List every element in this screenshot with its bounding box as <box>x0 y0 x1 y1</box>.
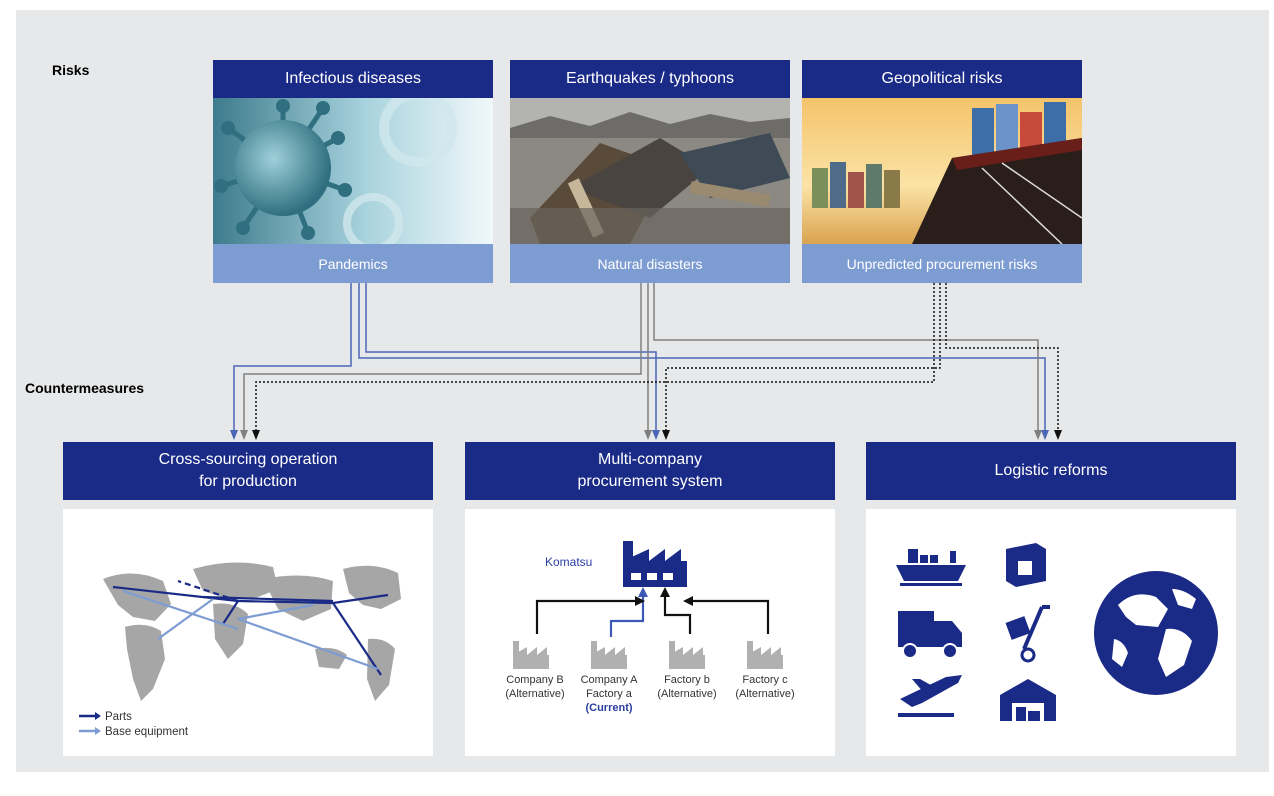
container-ship-photo <box>802 98 1082 244</box>
delivery-truck-icon <box>898 611 962 659</box>
legend-base-equipment-label: Base equipment <box>105 726 189 738</box>
package-box-icon <box>1006 543 1046 587</box>
risk-subtitle: Pandemics <box>213 244 493 283</box>
factory-label-line: (Alternative) <box>735 688 795 700</box>
map-route-arrows <box>112 579 389 676</box>
factory-icon-company-a <box>591 641 627 669</box>
world-map <box>79 562 401 735</box>
procurement-panel: Komatsu Company B (Alternative) Company … <box>465 509 835 756</box>
hand-truck-icon <box>1005 605 1050 663</box>
virus-photo <box>213 98 493 244</box>
countermeasure-cross-sourcing: Cross-sourcing operation for production <box>63 442 433 500</box>
globe-icon <box>1094 571 1218 695</box>
world-map-panel: Parts Base equipment <box>63 509 433 756</box>
factory-label-line: Company A <box>580 674 638 686</box>
airplane-icon <box>898 675 962 717</box>
risk-title: Geopolitical risks <box>802 60 1082 98</box>
countermeasure-title-line2: for production <box>199 473 297 490</box>
countermeasure-multi-company: Multi-company procurement system <box>465 442 835 500</box>
current-label: (Current) <box>585 702 633 714</box>
factory-label-company-b: Company B (Alternative) <box>495 673 575 701</box>
factory-label-factory-b: Factory b (Alternative) <box>647 673 727 701</box>
disaster-debris-photo <box>510 98 790 244</box>
legend-parts-label: Parts <box>105 711 132 723</box>
factory-label-line: Factory b <box>664 674 710 686</box>
factory-label-line: Factory a <box>586 688 632 700</box>
countermeasure-title-line1: Logistic reforms <box>994 462 1108 479</box>
risk-subtitle: Natural disasters <box>510 244 790 283</box>
logistics-icons <box>896 543 1218 721</box>
risk-title: Earthquakes / typhoons <box>510 60 790 98</box>
factory-label-line: (Alternative) <box>657 688 717 700</box>
factory-label-line: (Alternative) <box>505 688 565 700</box>
factory-label-line: Factory c <box>742 674 788 686</box>
risk-subtitle: Unpredicted procurement risks <box>802 244 1082 283</box>
logistics-panel <box>866 509 1236 756</box>
procurement-diagram <box>513 541 783 669</box>
warehouse-icon <box>1000 679 1056 721</box>
factory-label-company-a: Company A Factory a (Current) <box>569 673 649 715</box>
factory-icon-company-b <box>513 641 549 669</box>
factory-icon-factory-b <box>669 641 705 669</box>
risk-flow-arrows <box>230 283 1062 440</box>
risk-title: Infectious diseases <box>213 60 493 98</box>
countermeasure-logistic-reforms: Logistic reforms <box>866 442 1236 500</box>
countermeasure-title-line2: procurement system <box>577 473 723 490</box>
factory-label-line: Company B <box>506 674 564 686</box>
factory-label-factory-c: Factory c (Alternative) <box>725 673 805 701</box>
countermeasure-title-line1: Multi-company <box>597 451 703 468</box>
risks-label: Risks <box>52 62 90 78</box>
countermeasure-title-line1: Cross-sourcing operation <box>158 451 338 468</box>
diagram-canvas: Risks Countermeasures Infectious disease… <box>16 10 1269 772</box>
cargo-ship-icon <box>896 549 966 586</box>
risk-card-geopolitical: Geopolitical risks <box>802 60 1082 283</box>
risk-card-earthquakes-typhoons: Earthquakes / typhoons Natural disasters <box>510 60 790 283</box>
risk-card-infectious-diseases: Infectious diseases <box>213 60 493 283</box>
countermeasures-label: Countermeasures <box>25 380 145 396</box>
factory-icon-factory-c <box>747 641 783 669</box>
komatsu-label: Komatsu <box>545 555 593 569</box>
komatsu-factory-icon <box>623 541 687 587</box>
map-legend <box>79 712 101 735</box>
